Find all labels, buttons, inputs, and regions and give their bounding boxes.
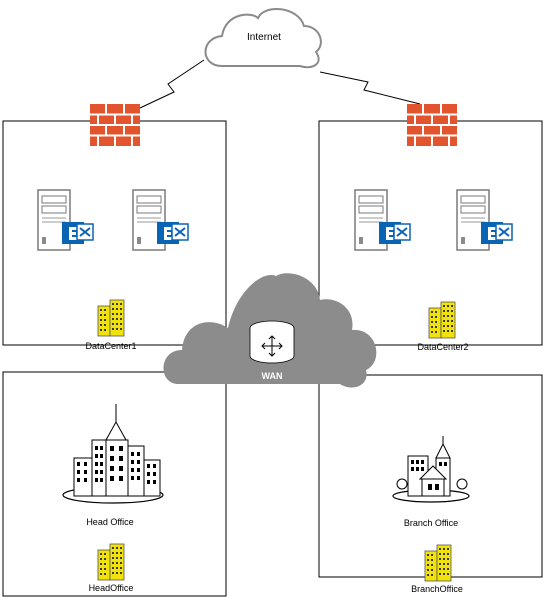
wan-label: WAN xyxy=(262,371,283,381)
wan-cloud: WAN xyxy=(163,273,377,388)
branch-office-label: Branch Office xyxy=(404,518,458,528)
internet-cloud: Internet xyxy=(204,7,322,69)
head-office-label: Head Office xyxy=(86,517,133,527)
lightning-link-icon xyxy=(139,59,205,109)
firewall-icon xyxy=(89,103,141,147)
exchange-icon xyxy=(378,221,411,245)
lightning-link-icon xyxy=(319,71,421,105)
head-office-site-label: HeadOffice xyxy=(89,583,134,593)
office-city-icon xyxy=(62,404,164,504)
internet-label: Internet xyxy=(247,32,281,43)
town-icon xyxy=(392,436,470,503)
datacenter2-label: DataCenter2 xyxy=(417,342,468,352)
datacenter1-label: DataCenter1 xyxy=(85,341,136,351)
exchange-icon xyxy=(156,221,189,245)
firewall-icon xyxy=(406,103,458,147)
exchange-icon xyxy=(61,221,94,245)
branch-office-site-label: BranchOffice xyxy=(411,584,463,594)
exchange-icon xyxy=(480,221,513,245)
